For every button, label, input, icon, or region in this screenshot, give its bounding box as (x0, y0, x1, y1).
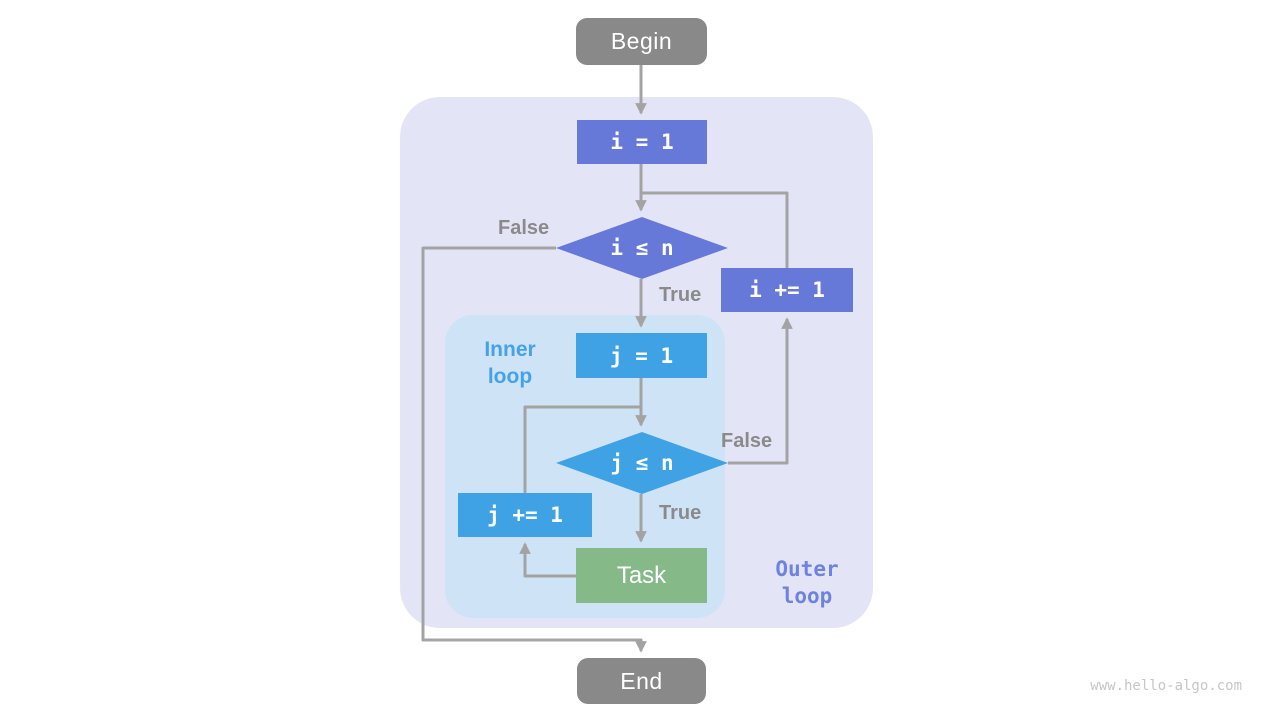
inner-loop-label: Inner loop (455, 336, 565, 390)
outer-true-label: True (659, 284, 702, 306)
init-i-node: i = 1 (577, 120, 707, 164)
outer-false-label: False (498, 217, 550, 239)
edge-inc-i-return (642, 191, 789, 268)
begin-node: Begin (576, 18, 707, 65)
init-j-node: j = 1 (576, 333, 707, 378)
edge-task-to-inc-j (519, 542, 576, 578)
edge-cond-j-false-to-inc-i (728, 317, 793, 465)
edge-inc-j-return (523, 405, 640, 493)
inc-j-node: j += 1 (458, 493, 592, 537)
end-node: End (577, 658, 706, 704)
inner-false-label: False (721, 430, 773, 452)
inner-loop-label-line2: loop (487, 365, 533, 388)
inner-loop-label-line1: Inner (484, 338, 536, 361)
outer-loop-label: Outer loop (752, 556, 862, 610)
outer-loop-label-line2: loop (781, 584, 833, 608)
inc-i-node: i += 1 (721, 268, 853, 312)
watermark: www.hello-algo.com (1090, 678, 1242, 694)
inner-true-label: True (659, 502, 702, 524)
outer-loop-label-line1: Outer (775, 557, 839, 581)
edge-cond-i-false-to-end (421, 246, 647, 653)
task-node: Task (576, 548, 707, 603)
